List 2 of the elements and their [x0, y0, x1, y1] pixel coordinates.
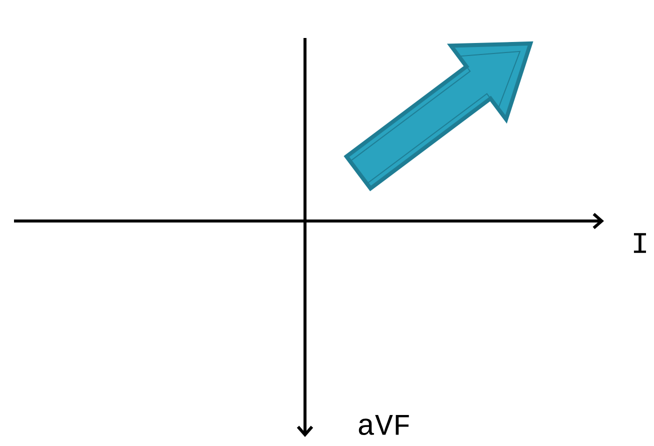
axis-label: aVF — [358, 414, 409, 436]
axis-label: I — [634, 233, 646, 253]
